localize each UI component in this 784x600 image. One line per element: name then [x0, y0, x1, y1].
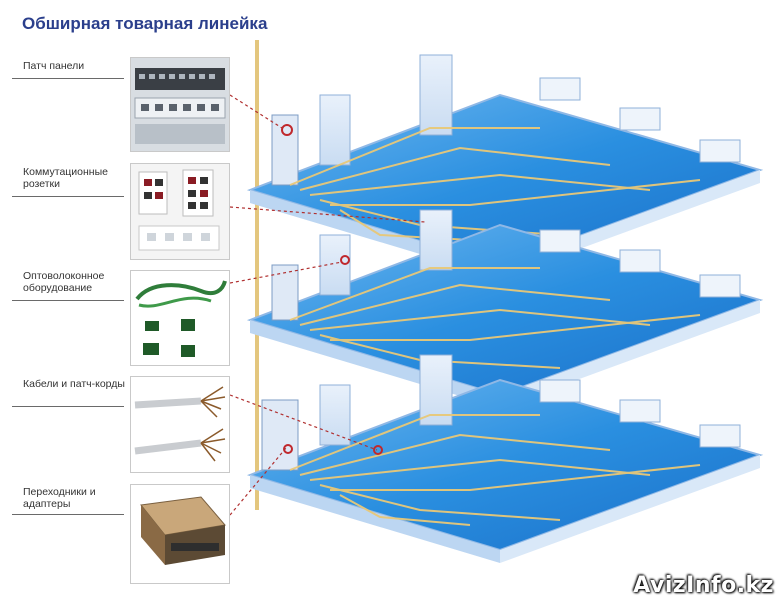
pointer-fiber: [229, 261, 343, 284]
page-title: Обширная товарная линейка: [22, 14, 268, 33]
category-label-wall-sockets: Коммутационные розетки: [23, 166, 108, 190]
riser-cable: [255, 40, 259, 510]
category-label-cables: Кабели и патч-корды: [23, 378, 125, 390]
category-divider: [12, 514, 124, 515]
category-label-patch-panels: Патч панели: [23, 60, 85, 72]
pointer-patch-panels: [229, 94, 283, 129]
floor-2: [246, 209, 764, 408]
pointer-wall-sockets: [229, 206, 426, 223]
watermark-text: AvizInfo.kz: [633, 573, 774, 598]
category-divider: [12, 78, 124, 79]
wall-socket-icon: [130, 163, 230, 260]
cable-icon: [130, 376, 230, 473]
category-divider: [12, 300, 124, 301]
category-label-adapters: Переходники и адаптеры: [23, 486, 96, 510]
pointer-adapters: [229, 447, 287, 516]
adapter-icon: [130, 484, 230, 584]
category-label-fiber-equipment: Оптоволоконное оборудование: [23, 270, 105, 294]
fiber-equipment-icon: [130, 270, 230, 366]
floor-1: [246, 54, 764, 278]
patch-panel-icon: [130, 57, 230, 152]
pointer-cables: [229, 394, 378, 451]
category-divider: [12, 196, 124, 197]
category-divider: [12, 406, 124, 407]
floor-3: [246, 354, 764, 563]
